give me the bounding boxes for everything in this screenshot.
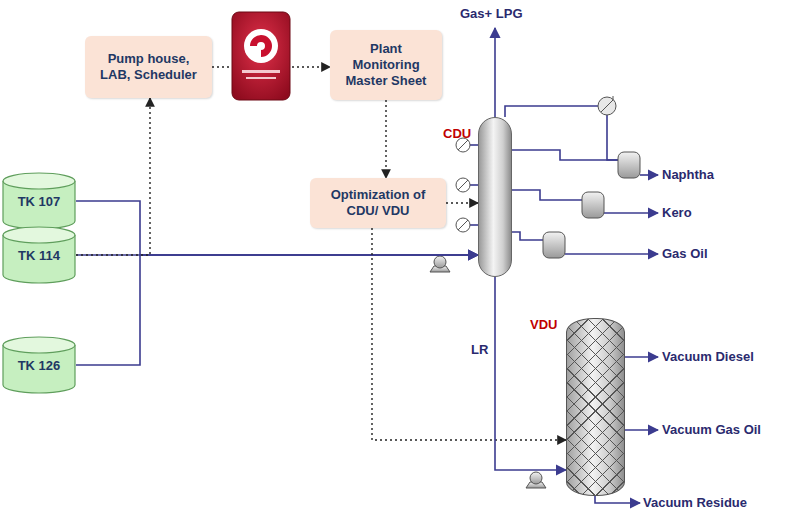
info-flow-arrow — [385, 100, 386, 178]
process-box: Optimization of CDU/ VDU — [310, 178, 446, 228]
distillation-column: CDU — [478, 117, 512, 277]
node-text: Plant Monitoring Master Sheet — [336, 41, 436, 90]
storage-tank: TK 126 — [2, 336, 76, 394]
process-box: Pump house, LAB, Scheduler — [85, 36, 212, 98]
info-flow-arrow — [372, 228, 566, 440]
stream-label: Gas+ LPG — [460, 6, 523, 21]
column-heading: VDU — [530, 317, 557, 332]
storage-tank: TK 114 — [2, 226, 76, 284]
info-flow-arrow — [212, 66, 330, 67]
process-flow-arrow — [76, 255, 478, 365]
node-text: Optimization of CDU/ VDU — [316, 187, 440, 220]
stream-label: Kero — [662, 205, 692, 220]
stream-label: LR — [469, 342, 490, 357]
process-flow-arrow — [495, 277, 566, 470]
stream-label: Vacuum Residue — [643, 495, 747, 510]
stream-label: Vacuum Gas Oil — [662, 422, 761, 437]
node-text: TK 107 — [18, 194, 61, 209]
column-heading: CDU — [443, 126, 471, 141]
storage-tank: TK 107 — [2, 172, 76, 230]
node-text: TK 114 — [18, 248, 60, 263]
stream-label: Vacuum Diesel — [662, 349, 754, 364]
reflux-drums — [543, 152, 640, 258]
info-flow-arrow — [446, 202, 478, 203]
info-flow-arrow — [76, 98, 150, 255]
vacuum-column: VDU — [566, 318, 625, 496]
process-box: Plant Monitoring Master Sheet — [330, 30, 442, 100]
stream-label: Gas Oil — [662, 246, 708, 261]
node-text: Pump house, LAB, Scheduler — [91, 51, 206, 84]
product-lines — [470, 28, 658, 503]
stream-label: Naphtha — [662, 167, 714, 182]
pump-symbols — [430, 256, 546, 488]
node-text: TK 126 — [18, 358, 61, 373]
